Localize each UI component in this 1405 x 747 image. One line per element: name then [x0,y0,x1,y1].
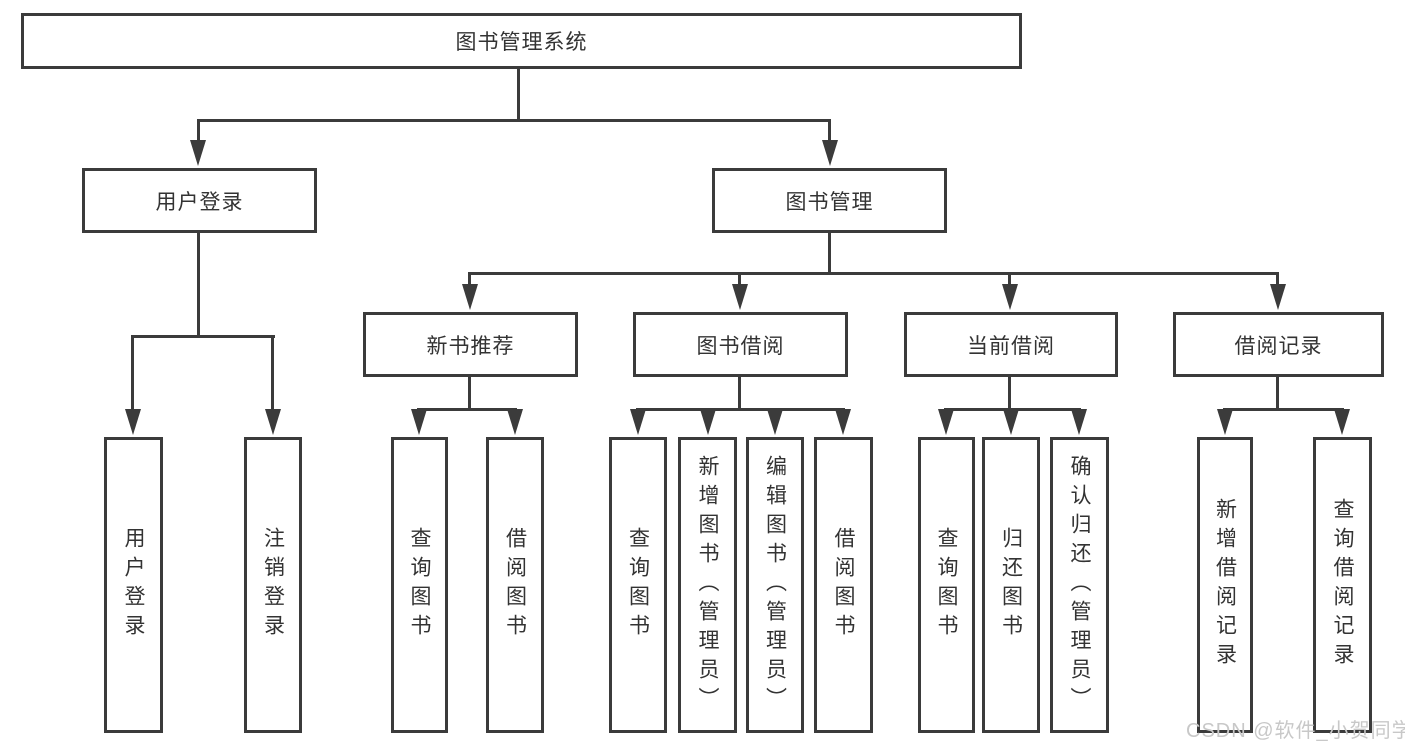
connector-vline [197,119,200,145]
node-label: 当前借阅 [967,334,1055,358]
connector-hline [636,408,845,411]
node-user-login: 用户登录 [82,168,317,233]
arrowhead-down-icon [411,409,427,435]
arrowhead-down-icon [835,409,851,435]
arrowhead-down-icon [1217,409,1233,435]
node-label: 新书推荐 [426,334,515,358]
node-label: 确认归还（管理员） [1068,454,1092,716]
node-label: 新增借阅记录 [1213,498,1237,672]
arrowhead-down-icon [1071,409,1087,435]
connector-vline [1008,272,1011,288]
node-label: 用户登录 [155,190,244,214]
connector-vline [738,272,741,288]
connector-vline [131,335,134,413]
arrowhead-down-icon [630,409,646,435]
leaf-confirm-return-admin: 确认归还（管理员） [1050,437,1109,733]
csdn-watermark: CSDN @软件_小贺同学 [1186,720,1405,742]
connector-vline [828,232,831,275]
leaf-query-books: 查询图书 [391,437,448,733]
leaf-borrow-books: 借阅图书 [486,437,544,733]
node-label: 查询图书 [408,527,432,643]
node-label: 注销登录 [261,527,285,643]
leaf-edit-book-admin: 编辑图书（管理员） [746,437,804,733]
connector-hline [468,272,1279,275]
leaf-query-books: 查询图书 [609,437,667,733]
leaf-borrow-books: 借阅图书 [814,437,873,733]
node-borrowing-records: 借阅记录 [1173,312,1384,377]
node-label: 查询图书 [935,527,959,643]
node-label: 新增图书（管理员） [696,454,720,716]
arrowhead-down-icon [938,409,954,435]
arrowhead-down-icon [1334,409,1350,435]
arrowhead-down-icon [767,409,783,435]
connector-hline [417,408,517,411]
arrowhead-down-icon [700,409,716,435]
connector-vline [197,232,200,338]
arrowhead-down-icon [1270,284,1286,310]
node-label: 用户登录 [122,527,146,643]
connector-vline [517,67,520,122]
connector-vline [468,272,471,288]
arrowhead-down-icon [1002,284,1018,310]
connector-vline [1008,376,1011,411]
connector-vline [1276,376,1279,411]
arrowhead-down-icon [507,409,523,435]
node-label: 借阅图书 [503,527,527,643]
arrowhead-down-icon [822,140,838,166]
leaf-logout-login: 注销登录 [244,437,302,733]
arrowhead-down-icon [190,140,206,166]
arrowhead-down-icon [125,409,141,435]
leaf-user-login: 用户登录 [104,437,163,733]
node-book-borrowing: 图书借阅 [633,312,848,377]
node-book-management: 图书管理 [712,168,947,233]
node-label: 查询借阅记录 [1331,498,1355,672]
connector-vline [468,376,471,411]
connector-vline [1276,272,1279,288]
node-label: 借阅记录 [1234,334,1323,358]
arrowhead-down-icon [732,284,748,310]
arrowhead-down-icon [462,284,478,310]
leaf-add-book-admin: 新增图书（管理员） [678,437,737,733]
node-label: 图书管理系统 [455,31,588,54]
arrowhead-down-icon [265,409,281,435]
leaf-add-borrow-record: 新增借阅记录 [1197,437,1253,733]
node-new-book-recommendation: 新书推荐 [363,312,578,377]
node-label: 查询图书 [626,527,650,643]
node-label: 图书管理 [785,190,874,214]
node-current-borrowing: 当前借阅 [904,312,1118,377]
node-label: 借阅图书 [832,527,856,643]
connector-vline [828,119,831,145]
node-label: 编辑图书（管理员） [763,454,787,716]
connector-hline [1223,408,1344,411]
leaf-query-borrow-record: 查询借阅记录 [1313,437,1372,733]
node-label: 归还图书 [999,527,1023,643]
node-label: 图书借阅 [696,334,785,358]
connector-vline [271,335,274,413]
connector-hline [197,119,831,122]
connector-hline [131,335,275,338]
leaf-return-books: 归还图书 [982,437,1040,733]
leaf-query-books: 查询图书 [918,437,975,733]
node-library-management-system: 图书管理系统 [21,13,1022,69]
connector-vline [738,376,741,411]
arrowhead-down-icon [1003,409,1019,435]
